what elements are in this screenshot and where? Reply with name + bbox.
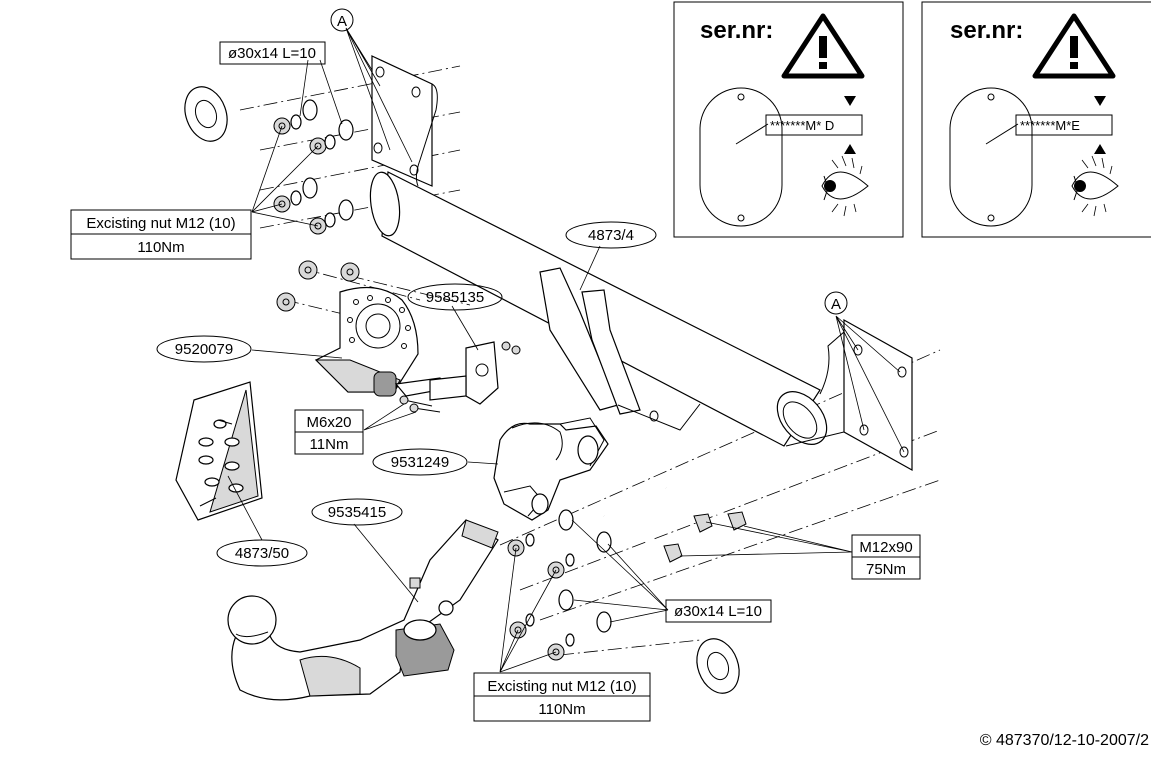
- crossbar-text: 4873/4: [588, 227, 634, 244]
- nut-top-text: Excisting nut M12 (10): [86, 215, 235, 232]
- serial-panel-e-heading: ser.nr:: [950, 17, 1023, 44]
- small-bolts-m6: [399, 395, 441, 413]
- warning-icon: [1032, 13, 1116, 79]
- socket-bracket-9585135: [429, 341, 521, 405]
- label-big-bolts: M12x90 75Nm: [851, 534, 921, 580]
- socket-bracket-9520079: [314, 286, 452, 397]
- label-nut-bottom: Excisting nut M12 (10) 110Nm: [473, 672, 651, 722]
- label-ball-neck: 9535415: [311, 498, 403, 526]
- plate-outline: [949, 87, 1033, 227]
- large-washer: [696, 638, 740, 694]
- eye-icon: [821, 155, 869, 217]
- label-kit-bag: 4873/50: [216, 539, 308, 567]
- socket-holder-9531249: [493, 417, 609, 521]
- label-bracket-right: 9585135: [407, 283, 503, 311]
- big-bolts-torque: 75Nm: [866, 561, 906, 578]
- tow-ball: [227, 595, 277, 645]
- small-bolts-torque: 11Nm: [310, 436, 349, 453]
- label-nut-top: Excisting nut M12 (10) 110Nm: [70, 209, 252, 260]
- bottom-hardware: [507, 509, 740, 694]
- label-washer-top: ø30x14 L=10: [219, 41, 326, 65]
- nut-top-torque: 110Nm: [137, 239, 184, 256]
- label-washer-bottom: ø30x14 L=10: [665, 599, 772, 623]
- washer-top-text: ø30x14 L=10: [228, 45, 316, 62]
- plate-outline: [699, 87, 783, 227]
- bracket-nuts: [276, 260, 360, 312]
- label-socket-holder: 9531249: [372, 448, 468, 476]
- bracket-left-text: 9520079: [175, 341, 233, 358]
- serial-panel-d: ser.nr: *******M* D: [673, 1, 904, 238]
- serial-panel-e-code: *******M*E: [1020, 118, 1080, 133]
- label-crossbar: 4873/4: [565, 221, 657, 249]
- serial-panel-d-code: *******M* D: [770, 118, 834, 133]
- washer-bottom-text: ø30x14 L=10: [674, 603, 762, 620]
- serial-code-box: [765, 114, 863, 136]
- left-mounting-bracket: [371, 55, 438, 187]
- towball-neck-9535415: [227, 519, 499, 701]
- hardware-kit-bag: [175, 381, 263, 521]
- nut-bottom-text: Excisting nut M12 (10): [487, 678, 636, 695]
- kit-bag-text: 4873/50: [235, 545, 289, 562]
- eye-icon: [1071, 155, 1119, 217]
- top-hardware: [184, 86, 354, 235]
- bolts-m12x90: [602, 485, 747, 563]
- ball-neck-text: 9535415: [328, 504, 386, 521]
- serial-code-box: [1015, 114, 1113, 136]
- label-ref-a-top: A: [330, 8, 354, 32]
- serial-panel-d-heading: ser.nr:: [700, 17, 773, 44]
- bracket-right-text: 9585135: [426, 289, 484, 306]
- small-bolts-size: M6x20: [306, 414, 351, 431]
- warning-icon: [781, 13, 865, 79]
- ref-a-top-text: A: [337, 13, 347, 30]
- label-bracket-left: 9520079: [156, 335, 252, 363]
- large-washer: [184, 86, 228, 142]
- copyright-text: © 487370/12-10-2007/2: [980, 732, 1149, 749]
- crossbar-tube: [369, 171, 828, 447]
- ref-a-right-text: A: [831, 296, 841, 313]
- big-bolts-size: M12x90: [859, 539, 912, 556]
- leader-lines: [227, 27, 905, 673]
- nut-bottom-torque: 110Nm: [538, 701, 585, 718]
- socket-holder-text: 9531249: [391, 454, 449, 471]
- serial-panel-e: ser.nr: *******M*E: [921, 1, 1151, 238]
- label-ref-a-right: A: [824, 291, 848, 315]
- label-small-bolts: M6x20 11Nm: [294, 409, 364, 455]
- right-mounting-plate: [785, 318, 913, 472]
